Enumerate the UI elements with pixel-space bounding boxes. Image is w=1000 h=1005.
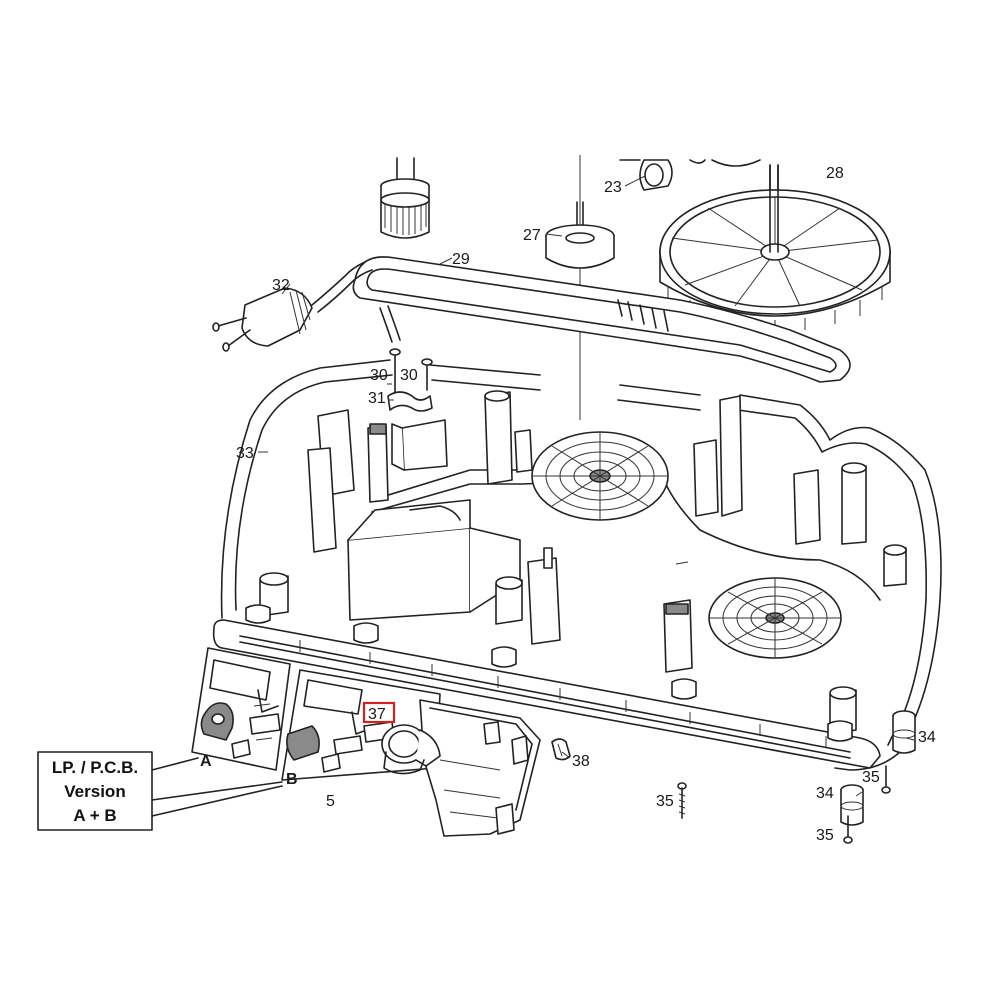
pcb-version-legend: LP. / P.C.B. Version A + B [37, 751, 283, 831]
label-part-23: 23 [604, 179, 622, 196]
screw-part-35-right [881, 765, 891, 794]
pcb-version-b-part-5 [281, 669, 541, 837]
label-part-31: 31 [368, 390, 386, 407]
knob-ring-part-37 [381, 724, 441, 775]
label-part-33: 33 [236, 445, 254, 462]
label-part-30-right: 30 [400, 367, 418, 384]
label-part-37: 37 [368, 706, 386, 723]
foot-part-34-lower [840, 784, 864, 826]
label-part-35-center: 35 [656, 793, 674, 810]
callout-labels: 23 27 28 29 30 30 31 32 33 34 34 35 35 3… [200, 165, 936, 844]
label-part-27: 27 [523, 227, 541, 244]
part-37-highlight-box [362, 701, 396, 724]
drive-wheel-part-28 [659, 164, 891, 332]
label-part-28: 28 [826, 165, 844, 182]
label-part-38: 38 [572, 753, 590, 770]
version-box-line-2: Version [64, 782, 125, 801]
label-part-34-right: 34 [918, 729, 936, 746]
version-box-line-3: A + B [73, 806, 116, 825]
foot-part-34-right [892, 710, 916, 754]
pcb-version-a [191, 647, 291, 771]
label-part-35-lower: 35 [816, 827, 834, 844]
screw-part-35-center [677, 782, 687, 819]
screw-part-35-lower [843, 815, 853, 844]
label-part-5: 5 [326, 793, 335, 810]
power-plug-part-32 [212, 261, 401, 352]
motor-pinion-gear [380, 157, 430, 239]
bushing-part-23 [619, 159, 761, 191]
label-part-32: 32 [272, 277, 290, 294]
version-box-line-1: LP. / P.C.B. [52, 758, 138, 777]
label-part-30-left: 30 [370, 367, 388, 384]
leader-lines [258, 175, 915, 797]
label-part-29: 29 [452, 251, 470, 268]
label-part-34-lower: 34 [816, 785, 834, 802]
label-version-a: A [200, 753, 212, 770]
label-part-35-right: 35 [862, 769, 880, 786]
drive-belt-part-29 [352, 256, 851, 383]
base-housing-part-33 [212, 359, 942, 771]
label-version-b: B [286, 771, 298, 788]
cord-clamp-screws-part-30-31 [387, 348, 448, 471]
